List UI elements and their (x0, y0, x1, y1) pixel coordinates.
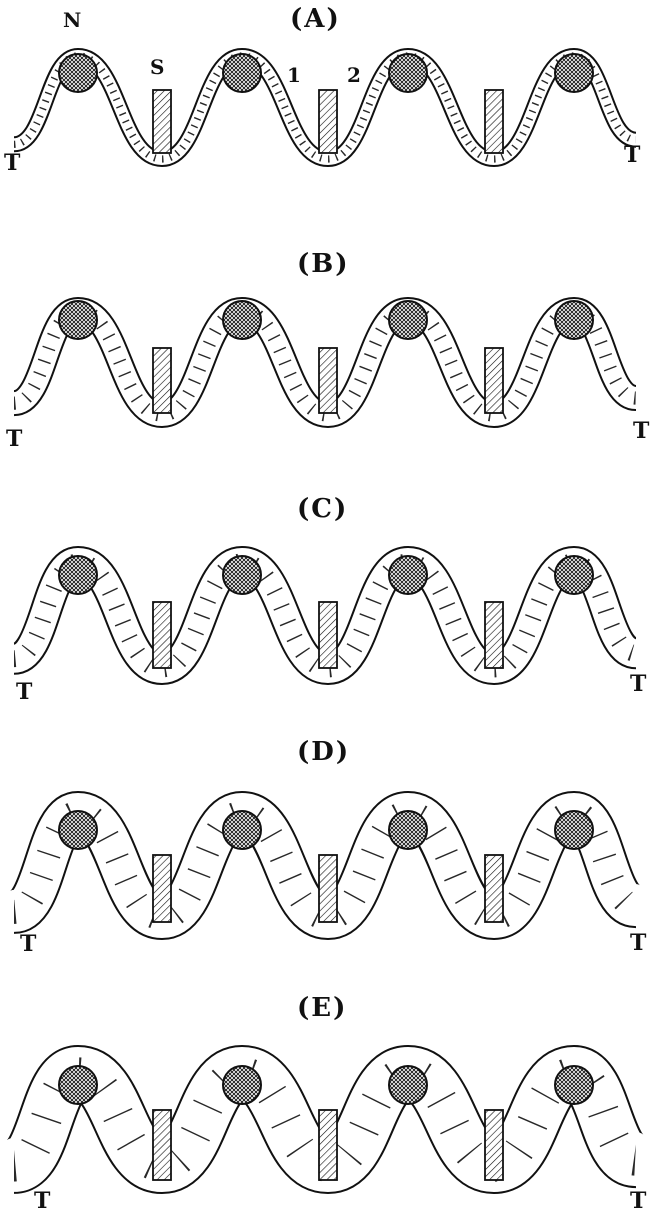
panel-d-end-right: T (630, 930, 647, 956)
pin-4 (555, 1066, 593, 1104)
bar-3 (485, 348, 503, 413)
pin-2 (223, 1066, 261, 1104)
label-2: 2 (347, 63, 361, 87)
panel-c-end-left: T (16, 679, 33, 705)
bar-1 (153, 602, 171, 668)
bar-3 (485, 90, 503, 153)
panel-a-end-left: T (4, 150, 21, 176)
pin-4 (555, 54, 593, 92)
label-1: 1 (287, 63, 301, 87)
panel-c-end-right: T (630, 671, 647, 697)
panel-d: (D) T T (14, 737, 647, 957)
bar-2 (319, 602, 337, 668)
pin-3 (389, 811, 427, 849)
pin-2 (223, 811, 261, 849)
pin-1 (59, 301, 97, 339)
pin-2 (223, 301, 261, 339)
pin-1 (59, 556, 97, 594)
panel-e: (E) T T (14, 993, 647, 1214)
pin-4 (555, 811, 593, 849)
bar-1 (153, 348, 171, 413)
pins-b (59, 301, 593, 339)
pin-3 (389, 1066, 427, 1104)
bar-2 (319, 348, 337, 413)
bar-3 (485, 855, 503, 922)
bar-2 (319, 90, 337, 153)
pin-1 (59, 1066, 97, 1104)
label-s: S (150, 55, 164, 79)
bar-3 (485, 1110, 503, 1180)
pins-c (59, 556, 593, 594)
panel-d-end-left: T (20, 931, 37, 957)
bar-2 (319, 1110, 337, 1180)
bar-3 (485, 602, 503, 668)
bar-2 (319, 855, 337, 922)
pin-1 (59, 811, 97, 849)
pin-4 (555, 556, 593, 594)
bar-1 (153, 90, 171, 153)
pins-d (59, 811, 593, 849)
pin-3 (389, 301, 427, 339)
panel-e-end-left: T (34, 1188, 51, 1214)
panel-e-title: (E) (297, 993, 347, 1023)
panel-a: (A) N S 1 2 T T (4, 4, 641, 176)
panel-e-end-right: T (630, 1188, 647, 1214)
label-n: N (63, 8, 81, 32)
pins-a (59, 54, 593, 92)
panel-b-end-right: T (633, 418, 650, 444)
pin-1 (59, 54, 97, 92)
panel-a-title: (A) (290, 4, 341, 34)
panel-b-end-left: T (6, 426, 23, 452)
panel-c-title: (C) (297, 494, 348, 524)
panel-c: (C) T T (14, 494, 647, 705)
bar-1 (153, 1110, 171, 1180)
pin-3 (389, 556, 427, 594)
panel-d-title: (D) (297, 737, 350, 767)
panel-b-title: (B) (297, 249, 350, 279)
pin-4 (555, 301, 593, 339)
pin-3 (389, 54, 427, 92)
pin-2 (223, 54, 261, 92)
panel-b: (B) T T (6, 249, 650, 452)
pin-2 (223, 556, 261, 594)
bar-1 (153, 855, 171, 922)
panel-a-end-right: T (624, 142, 641, 168)
